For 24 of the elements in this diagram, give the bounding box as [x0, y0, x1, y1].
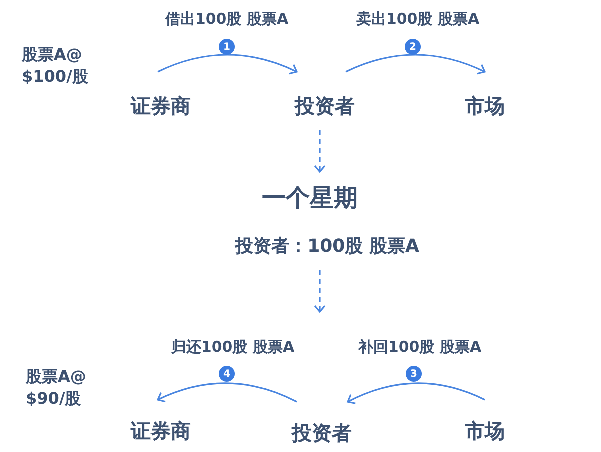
period-heading: 一个星期 — [262, 183, 358, 214]
edge-label: 归还100股 股票A — [169, 338, 297, 357]
price-note: 股票A@ $90/股 — [26, 366, 88, 410]
step-number-badge: 2 — [405, 39, 421, 55]
node-label: 市场 — [465, 93, 505, 120]
step-number-badge: 4 — [219, 366, 235, 382]
node-label: 证券商 — [131, 418, 191, 445]
node-label: 投资者 — [295, 93, 355, 120]
edge-label: 借出100股 股票A — [163, 10, 291, 29]
price-note: 股票A@ $100/股 — [22, 44, 90, 88]
edge-label: 补回100股 股票A — [356, 338, 484, 357]
arrow — [314, 130, 326, 173]
node-label: 投资者：100股 股票A — [236, 235, 420, 258]
node-label: 投资者 — [292, 420, 352, 447]
node-label: 市场 — [465, 418, 505, 445]
node-label: 证券商 — [131, 93, 191, 120]
arrow — [314, 270, 326, 313]
arrow — [347, 382, 486, 405]
arrow — [158, 54, 298, 75]
arrow — [346, 54, 486, 75]
step-number-badge: 3 — [406, 366, 422, 382]
edge-label: 卖出100股 股票A — [354, 10, 482, 29]
step-number-badge: 1 — [219, 39, 235, 55]
arrow — [157, 382, 298, 403]
